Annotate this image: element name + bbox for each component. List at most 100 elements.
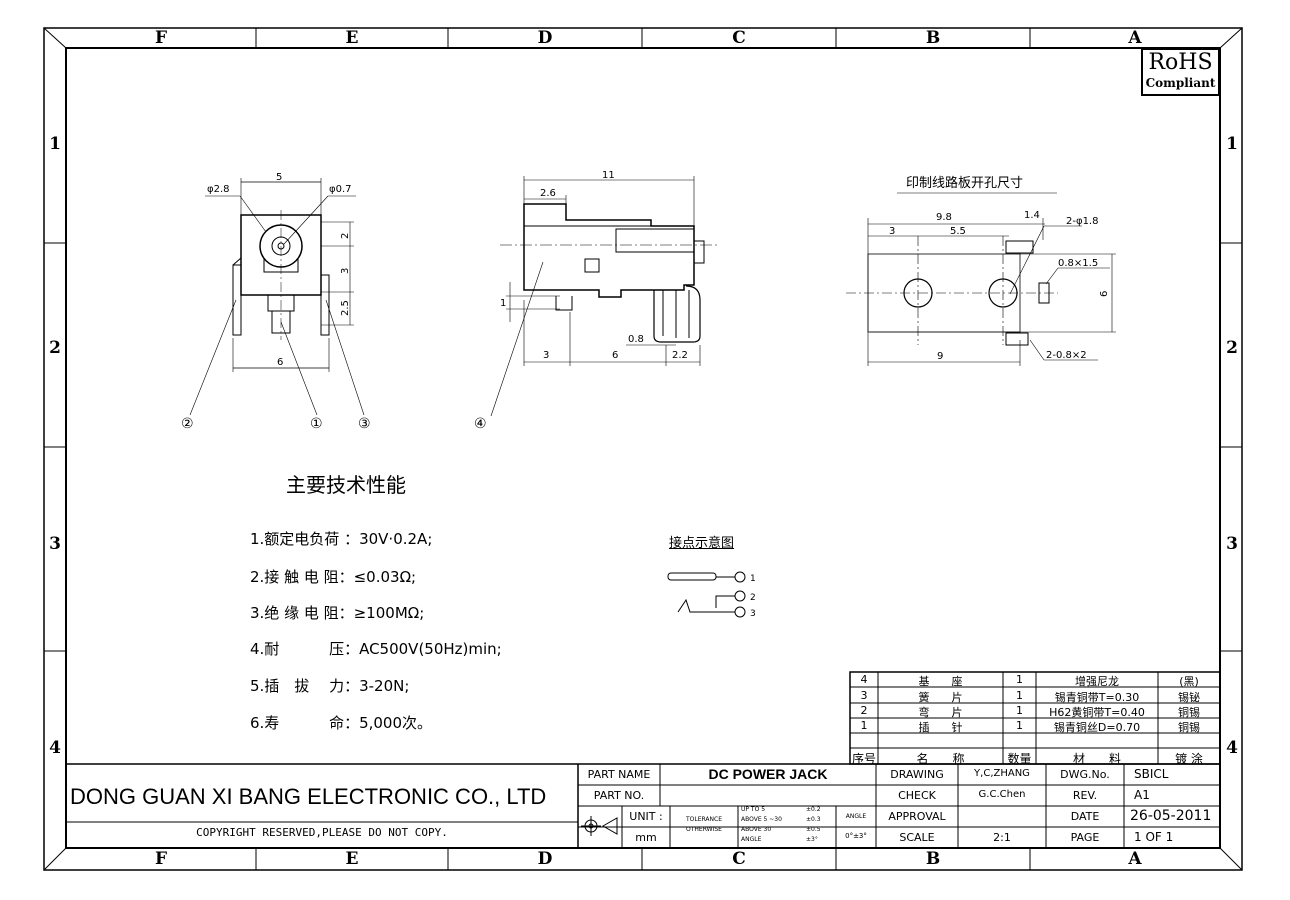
tol-value: ±0.3 xyxy=(806,816,821,823)
date-value: 26-05-2011 xyxy=(1130,808,1212,824)
bom-row-name: 簧 片 xyxy=(918,691,963,704)
dwg-value: SBICL xyxy=(1134,767,1169,781)
page-label: PAGE xyxy=(1070,831,1100,844)
scale-value: 2:1 xyxy=(993,831,1011,844)
dim-front-bottom: 6 xyxy=(277,357,283,368)
bom-row-no: 4 xyxy=(860,673,868,686)
bom-row-no: 3 xyxy=(860,689,868,702)
dim-pcb-b: 5.5 xyxy=(950,226,966,237)
row-label-4-right: 4 xyxy=(1226,738,1238,758)
bom-header-name: 名 称 xyxy=(916,752,965,766)
approval-label: APPROVAL xyxy=(888,810,946,823)
row-label-2: 2 xyxy=(49,338,61,358)
callout-2: ② xyxy=(181,416,194,432)
drawing-label: DRAWING xyxy=(890,768,944,781)
col-label-d-bottom: D xyxy=(537,849,553,869)
spec-item-6: 6.寿 命：5,000次。 xyxy=(250,714,433,732)
row-label-4: 4 xyxy=(49,738,61,758)
pcb-layout-drawing: 9.8 3 5.5 1.4 2-φ1.8 0.8×1.5 6 9 2-0.8×2 xyxy=(846,192,1116,366)
bom-row-material: 增强尼龙 xyxy=(1075,675,1119,688)
dim-front-h1: 2 xyxy=(340,233,351,239)
bom-row-plating: (黑) xyxy=(1179,675,1199,688)
bom-row-name: 弯 片 xyxy=(918,706,963,719)
pin-label-2: 2 xyxy=(750,593,756,603)
rohs-badge: RoHS Compliant xyxy=(1141,48,1220,96)
row-label-1-right: 1 xyxy=(1226,134,1238,154)
tolerance-label: TOLERANCE xyxy=(685,816,723,823)
tol-range: ABOVE 30 xyxy=(741,826,772,833)
dim-side-b4: 2.2 xyxy=(672,350,688,361)
rev-label: REV. xyxy=(1072,789,1098,802)
dim-front-h2: 3 xyxy=(340,268,351,274)
date-label: DATE xyxy=(1070,810,1100,823)
bom-row-qty: 1 xyxy=(1016,689,1023,702)
check-label: CHECK xyxy=(898,789,936,802)
bom-row-qty: 1 xyxy=(1016,673,1023,686)
col-label-a-bottom: A xyxy=(1128,849,1142,869)
bom-row-material: H62黄铜带T=0.40 xyxy=(1049,706,1145,719)
dim-side-b2: 6 xyxy=(612,350,618,361)
otherwise-label: OTHERWISE xyxy=(686,826,722,833)
angle-label: ANGLE xyxy=(845,813,867,820)
tol-range: ABOVE 5 ~30 xyxy=(741,816,782,823)
callout-1: ① xyxy=(310,416,323,432)
check-value: G.C.Chen xyxy=(978,789,1026,800)
bom-row-name: 基 座 xyxy=(918,675,963,688)
col-label-c-bottom: C xyxy=(732,849,746,869)
dim-pcb-slot: 0.8×1.5 xyxy=(1058,258,1098,269)
callout-4: ④ xyxy=(474,416,487,432)
pcb-title: 印制线路板开孔尺寸 xyxy=(906,176,1024,191)
unit-value: mm xyxy=(635,831,657,844)
spec-item-1: 1.额定电负荷 ：30V·0.2A; xyxy=(250,530,433,548)
dim-pcb-holes: 2-φ1.8 xyxy=(1066,216,1098,227)
bom-row-no: 2 xyxy=(860,704,868,717)
dim-pcb-a: 3 xyxy=(889,226,895,237)
page-value: 1 OF 1 xyxy=(1134,830,1174,844)
front-view-drawing: φ2.8 5 φ0.7 2 3 2.5 6 ② ① ③ xyxy=(181,172,371,432)
rev-value: A1 xyxy=(1134,788,1150,802)
company-name: DONG GUAN XI BANG ELECTRONIC CO., LTD xyxy=(70,784,547,809)
bom-header-qty: 数量 xyxy=(1007,752,1032,766)
dim-d-left: φ2.8 xyxy=(207,184,230,195)
schematic-title: 接点示意图 xyxy=(669,536,735,551)
angle-value: 0°±3° xyxy=(845,832,867,840)
unit-label: UNIT : xyxy=(629,810,663,823)
bom-header-plating: 镀 涂 xyxy=(1175,752,1203,766)
part-no-label: PART NO. xyxy=(593,789,645,802)
dim-side-b1: 3 xyxy=(543,350,549,361)
bom-row-plating: 锡铋 xyxy=(1178,691,1200,704)
scale-label: SCALE xyxy=(899,831,935,844)
bom-row-material: 锡青铜带T=0.30 xyxy=(1054,691,1140,704)
tol-value: ±0.2 xyxy=(806,806,821,813)
spec-item-5: 5.插 拔 力：3-20N; xyxy=(250,677,410,695)
col-label-b-bottom: B xyxy=(925,849,941,869)
rohs-label: RoHS xyxy=(1148,50,1213,75)
row-label-2-right: 2 xyxy=(1226,338,1238,358)
col-label-f: F xyxy=(154,28,168,48)
copyright-notice: COPYRIGHT RESERVED,PLEASE DO NOT COPY. xyxy=(196,826,448,839)
col-label-c: C xyxy=(732,28,746,48)
dim-side-top: 11 xyxy=(602,170,615,181)
side-view-drawing: 11 2.6 1 3 6 0.8 2.2 ④ xyxy=(474,170,720,432)
dim-side-step: 2.6 xyxy=(540,188,556,199)
col-label-e-bottom: E xyxy=(345,849,359,869)
spec-item-3: 3.绝 缘 电 阻：≥100MΩ; xyxy=(250,604,425,622)
dim-d-right: φ0.7 xyxy=(329,184,352,195)
col-label-a: A xyxy=(1128,28,1142,48)
bom-row-qty: 1 xyxy=(1016,704,1023,717)
row-label-3: 3 xyxy=(49,534,61,554)
bom-row-plating: 铜锡 xyxy=(1178,706,1200,719)
tol-range: ANGLE xyxy=(741,836,762,843)
spec-item-4: 4.耐 压：AC500V(50Hz)min; xyxy=(250,640,502,658)
col-label-d: D xyxy=(537,28,553,48)
dim-side-b3: 0.8 xyxy=(628,334,644,345)
bom-row-name: 插 针 xyxy=(918,721,963,734)
pin-label-3: 3 xyxy=(750,609,756,619)
col-label-f-bottom: F xyxy=(154,849,168,869)
specs-title: 主要技术性能 xyxy=(286,473,406,497)
bom-row-material: 锡青铜丝D=0.70 xyxy=(1053,721,1141,734)
col-label-e: E xyxy=(345,28,359,48)
dim-front-width: 5 xyxy=(276,172,282,183)
bom-header-material: 材 料 xyxy=(1072,752,1121,766)
